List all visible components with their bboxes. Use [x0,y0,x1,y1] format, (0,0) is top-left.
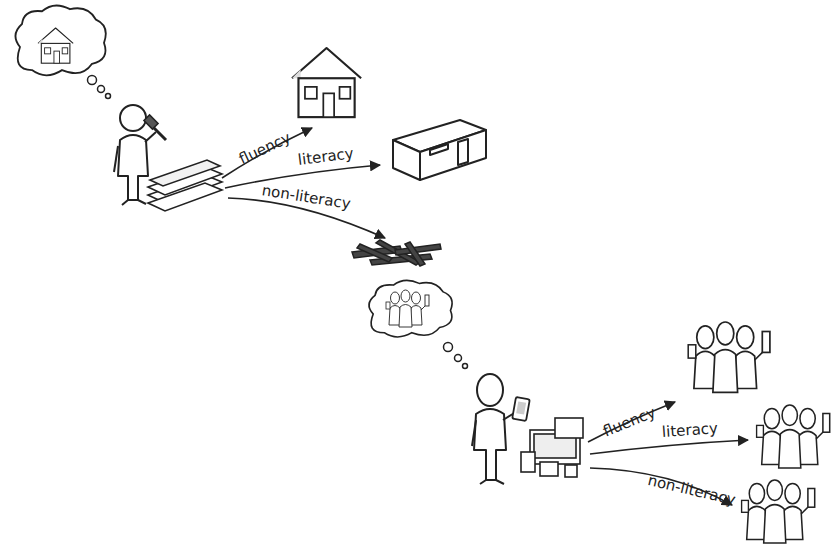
arrow-label: fluency [601,403,659,440]
arrow-label: fluency [236,129,293,168]
arrow-label: non-literacy [261,181,352,213]
arrow-label: literacy [297,144,355,169]
arrow-label: non-literacy [646,471,737,509]
arrow-label: literacy [661,419,718,441]
